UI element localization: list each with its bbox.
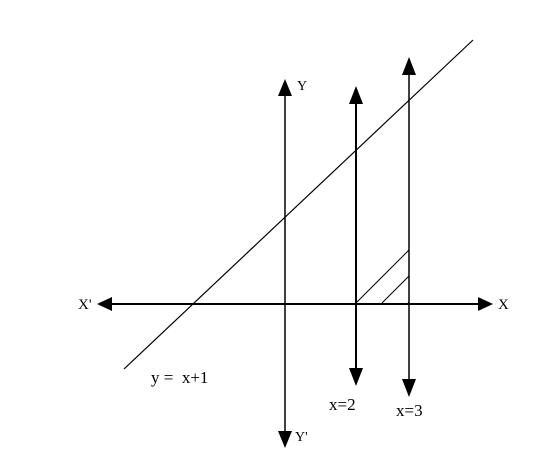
y-axis-negative-label: Y' — [295, 430, 308, 445]
y-axis-bottom-arrowhead — [278, 431, 292, 448]
hatch-line — [512, 43, 544, 303]
hatch-line — [434, 43, 544, 303]
bound-x-2-top-arrowhead — [349, 86, 363, 104]
hatch-line — [460, 43, 544, 303]
bound-x-3-bottom-arrowhead — [402, 379, 416, 397]
hatch-line — [381, 117, 409, 303]
bound-line-x-2 — [349, 86, 363, 386]
y-axis-positive-label: Y — [297, 79, 307, 94]
bound-x-2-label: x=2 — [329, 395, 356, 414]
x-axis-positive-label: X — [498, 297, 509, 313]
y-axis — [278, 79, 292, 448]
hatch-line — [538, 43, 544, 303]
y-axis-top-arrowhead — [278, 79, 292, 96]
bound-line-x-3 — [402, 57, 416, 397]
bound-x-3-label: x=3 — [396, 401, 423, 420]
x-axis-negative-label: X' — [78, 297, 92, 313]
bound-x-2-bottom-arrowhead — [349, 368, 363, 386]
x-axis — [97, 297, 493, 311]
hatch-line — [356, 117, 409, 303]
x-axis-left-arrowhead — [97, 297, 112, 311]
shaded-region-hatching — [356, 43, 544, 303]
line-y-equals-x-plus-1 — [123, 39, 474, 370]
line-equation-label: y = x+1 — [151, 368, 208, 387]
x-axis-right-arrowhead — [478, 297, 493, 311]
hatch-line — [486, 43, 544, 303]
bound-x-3-top-arrowhead — [402, 57, 416, 75]
